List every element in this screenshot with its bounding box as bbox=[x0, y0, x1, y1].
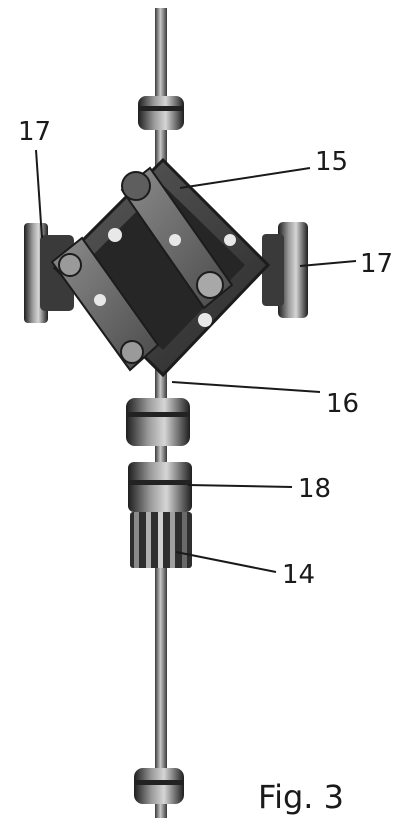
leader-18 bbox=[187, 484, 293, 488]
lower-collar bbox=[126, 398, 190, 446]
frame-hole bbox=[108, 228, 122, 242]
leader-lines bbox=[35, 149, 357, 573]
pinion bbox=[130, 512, 192, 568]
bottom-collar bbox=[134, 768, 184, 804]
callout-15: 15 bbox=[315, 147, 348, 177]
leader-17-right bbox=[299, 260, 357, 267]
right-strip bbox=[120, 166, 234, 310]
callout-16: 16 bbox=[326, 389, 359, 419]
leader-14 bbox=[175, 551, 277, 573]
figure-caption: Fig. 3 bbox=[258, 778, 344, 816]
frame-hole bbox=[198, 313, 212, 327]
top-collar bbox=[138, 96, 184, 130]
leader-16 bbox=[171, 381, 321, 393]
pinion-collar bbox=[128, 462, 192, 512]
right-bush bbox=[262, 222, 308, 318]
callout-18: 18 bbox=[298, 474, 331, 504]
callout-14: 14 bbox=[282, 560, 315, 590]
leader-17-left bbox=[35, 149, 43, 239]
left-strip bbox=[50, 236, 160, 372]
callout-17-left: 17 bbox=[18, 117, 51, 147]
callout-17-right: 17 bbox=[360, 249, 393, 279]
leader-15 bbox=[179, 167, 311, 189]
frame-hole bbox=[224, 234, 236, 246]
